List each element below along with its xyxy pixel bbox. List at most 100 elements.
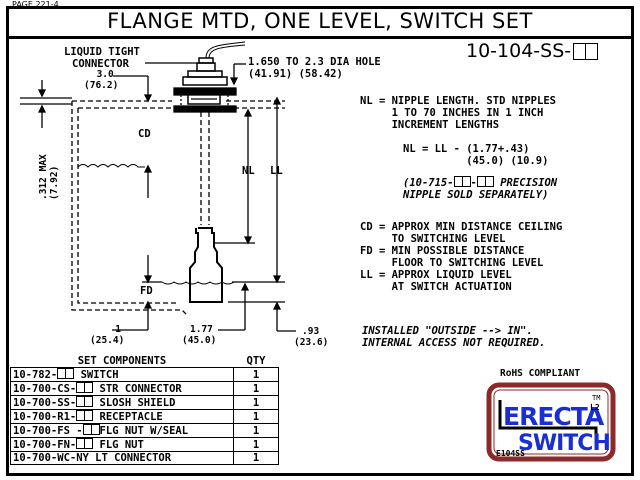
dim-93-mm: (23.6) — [294, 337, 329, 348]
component-qty: 1 — [233, 409, 279, 424]
cd-definition-line2: TO SWITCHING LEVEL — [360, 233, 506, 245]
fd-label: FD — [140, 285, 153, 297]
title-frame — [6, 6, 634, 39]
ll-definition-line1: LL = APPROX LIQUID LEVEL — [360, 269, 512, 281]
component-name: 10-700-WC-NY LT CONNECTOR — [10, 451, 234, 465]
dim-93-inches: .93 — [302, 326, 320, 337]
wall-thickness-label: .312 MAX (7.92) — [38, 154, 60, 200]
wall-mm: (7.92) — [49, 165, 60, 200]
component-name: 10-700-FN- FLG NUT — [10, 437, 234, 452]
rohs-compliant-label: RoHS COMPLIANT — [500, 368, 581, 379]
nl-definition-line1: NL = NIPPLE LENGTH. STD NIPPLES — [360, 95, 556, 107]
nl-definition-line2: 1 TO 70 INCHES IN 1 INCH — [360, 107, 544, 119]
drawing-frame — [6, 36, 634, 476]
dim-177-inches: 1.77 — [190, 324, 213, 335]
precision-line2: NIPPLE SOLD SEPARATELY) — [403, 189, 549, 201]
table-row: 10-700-WC-NY LT CONNECTOR 1 — [10, 451, 279, 465]
nl-formula: NL = LL - (1.77+.43) (45.0) (10.9) — [403, 143, 548, 167]
component-name: 10-700-CS- STR CONNECTOR — [10, 381, 234, 396]
dim-93-label: .93 (23.6) — [294, 326, 328, 348]
nl-definition-line3: INCREMENT LENGTHS — [360, 119, 500, 131]
precision-prefix: (10-715- — [403, 177, 454, 189]
component-qty: 1 — [233, 423, 279, 438]
cd-definition-line1: CD = APPROX MIN DISTANCE CEILING — [360, 221, 563, 233]
cd-label: CD — [138, 128, 151, 140]
nl-formula-line1: NL = LL - (1.77+.43) — [403, 143, 530, 155]
svg-text:E104SS: E104SS — [496, 449, 525, 458]
dim-3-label: 3.0 (76.2) — [84, 69, 118, 91]
dim-3-inches: 3.0 — [96, 69, 114, 80]
component-qty: 1 — [233, 381, 279, 396]
fd-definition-line1: FD = MIN POSSIBLE DISTANCE — [360, 245, 525, 257]
part-number-prefix: 10-104-SS- — [466, 40, 572, 62]
svg-text:TM: TM — [592, 394, 600, 402]
component-desc: RECEPTACLE — [93, 411, 163, 423]
precision-nipple-note: (10-715- - PRECISION NIPPLE SOLD SEPARATE… — [403, 176, 557, 201]
wall-inches: .312 MAX — [38, 154, 49, 200]
component-desc: SLOSH SHIELD — [93, 397, 176, 409]
component-part: 10-700-WC-NY LT CONNECTOR — [13, 452, 172, 464]
component-part: 10-782- — [13, 369, 58, 381]
ll-label: LL — [270, 165, 283, 177]
component-qty: 1 — [233, 367, 279, 382]
component-part: 10-700-FS - — [13, 425, 83, 437]
component-part: 10-700-CS- — [13, 383, 77, 395]
svg-text:SWITCH: SWITCH — [518, 431, 610, 456]
component-qty: 1 — [233, 451, 279, 465]
component-qty: 1 — [233, 437, 279, 452]
component-desc: FLG NUT W/SEAL — [99, 425, 189, 437]
component-desc: STR CONNECTOR — [93, 383, 182, 395]
page-label: PAGE 221-4 — [12, 0, 59, 9]
component-name: 10-782- SWITCH — [10, 367, 234, 382]
component-name: 10-700-SS- SLOSH SHIELD — [10, 395, 234, 410]
connector-label: LIQUID TIGHT CONNECTOR — [64, 46, 140, 70]
switch-installation-drawing — [20, 41, 296, 332]
page-title: FLANGE MTD, ONE LEVEL, SWITCH SET — [107, 9, 533, 33]
cd-fd-ll-definitions: CD = APPROX MIN DISTANCE CEILING TO SWIT… — [360, 221, 562, 293]
part-number: 10-104-SS- — [466, 40, 599, 62]
col-header-components: SET COMPONENTS — [77, 355, 167, 367]
part-number-option-boxes — [573, 42, 599, 60]
install-note: INSTALLED "OUTSIDE --> IN". INTERNAL ACC… — [362, 325, 545, 349]
connector-label-line2: CONNECTOR — [72, 58, 129, 70]
install-note-line2: INTERNAL ACCESS NOT REQUIRED. — [362, 337, 546, 349]
component-part: 10-700-R1- — [13, 411, 77, 423]
svg-text:ERECTA: ERECTA — [503, 402, 605, 431]
component-name: 10-700-FS - FLG NUT W/SEAL — [10, 423, 234, 438]
nl-formula-line2: (45.0) (10.9) — [403, 155, 549, 167]
fd-definition-line2: FLOOR TO SWITCHING LEVEL — [360, 257, 544, 269]
table-row: 10-700-FS - FLG NUT W/SEAL 1 — [10, 423, 279, 438]
dim-1-mm: (25.4) — [90, 335, 125, 346]
svg-text:L2: L2 — [590, 403, 600, 412]
component-name: 10-700-R1- RECEPTACLE — [10, 409, 234, 424]
component-part: 10-700-SS- — [13, 397, 77, 409]
hole-label: 1.650 TO 2.3 DIA HOLE (41.91) (58.42) — [248, 56, 381, 80]
precision-mid: - — [470, 177, 477, 189]
nl-label: NL — [242, 165, 255, 177]
hole-label-mm: (41.91) (58.42) — [248, 68, 343, 80]
ll-definition-line2: AT SWITCH ACTUATION — [360, 281, 512, 293]
dim-3-mm: (76.2) — [84, 80, 119, 91]
dim-1-inches: 1 — [115, 324, 122, 335]
erecta-switch-logo: ERECTA SWITCH TM L2 E104SS — [486, 382, 616, 462]
dim-177-mm: (45.0) — [182, 335, 217, 346]
component-desc: FLG NUT — [93, 439, 144, 451]
precision-suffix: PRECISION — [493, 177, 558, 189]
connector-label-line1: LIQUID TIGHT — [64, 46, 140, 58]
dim-1-label: 1 (25.4) — [90, 324, 124, 346]
col-header-qty: QTY — [246, 355, 266, 367]
install-note-line1: INSTALLED "OUTSIDE --> IN". — [362, 325, 533, 337]
hole-label-inches: 1.650 TO 2.3 DIA HOLE — [248, 56, 381, 68]
nl-definition: NL = NIPPLE LENGTH. STD NIPPLES 1 TO 70 … — [360, 95, 556, 131]
dim-177-label: 1.77 (45.0) — [182, 324, 216, 346]
component-desc: SWITCH — [74, 369, 119, 381]
component-part: 10-700-FN- — [13, 439, 77, 451]
component-qty: 1 — [233, 395, 279, 410]
table-header: SET COMPONENTS QTY — [11, 355, 279, 368]
